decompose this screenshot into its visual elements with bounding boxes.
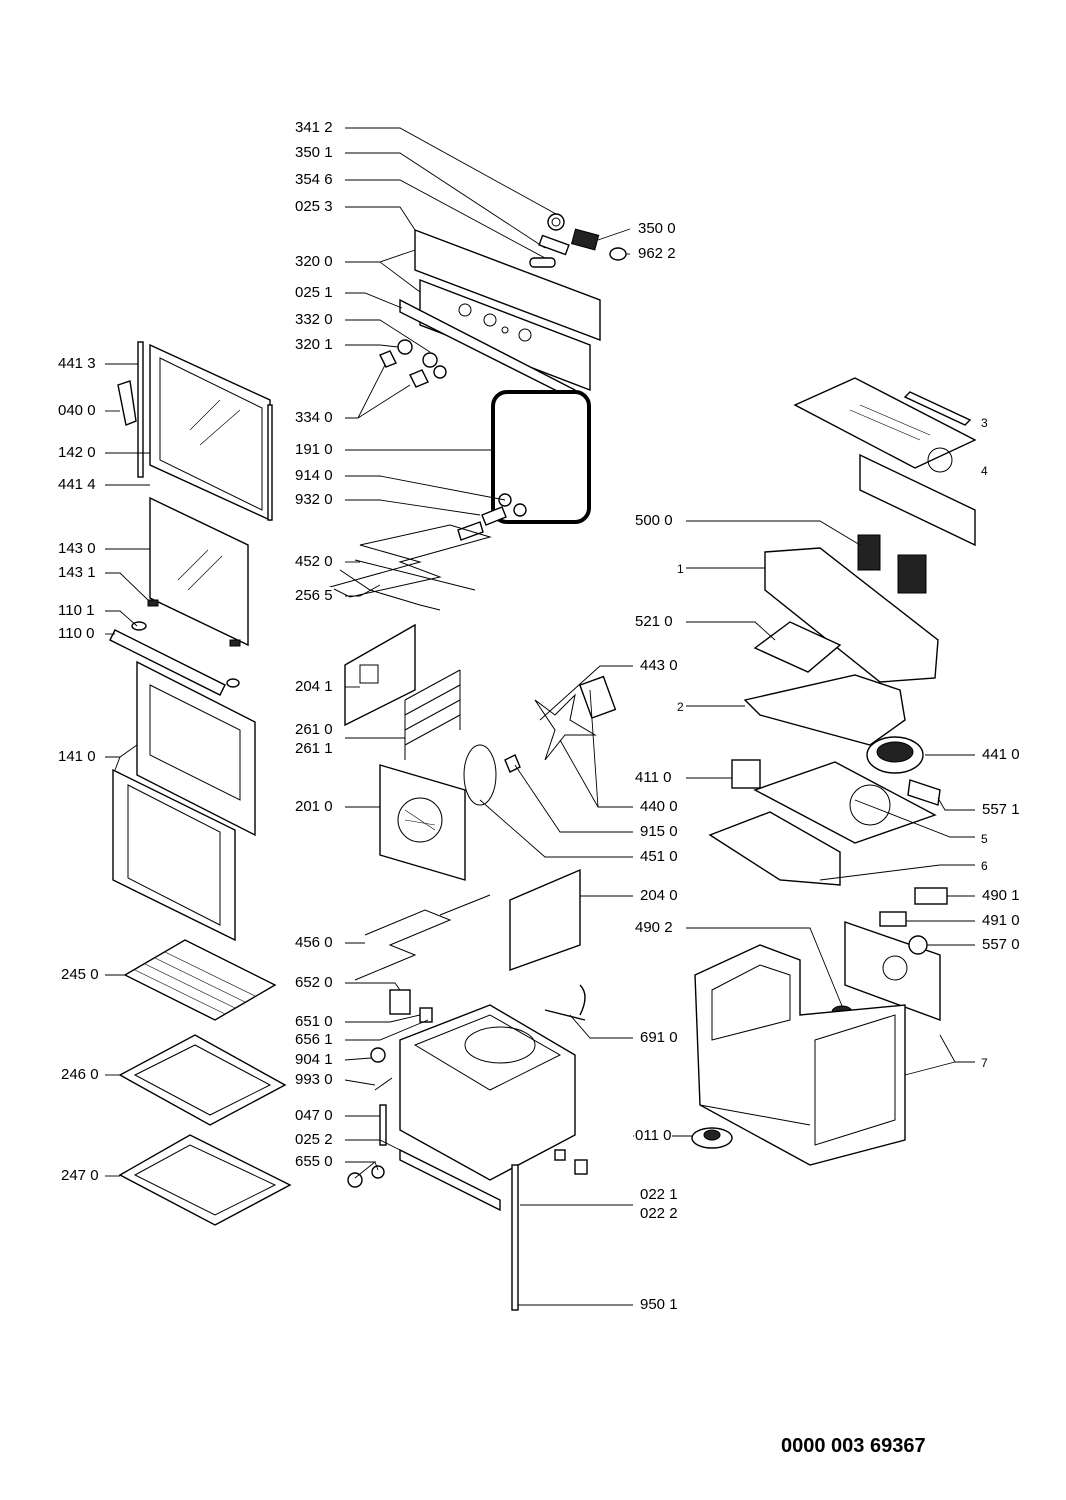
document-number: 0000 003 69367 [781,1435,926,1457]
part-label-011-0: 011 0 [634,1127,673,1145]
racks-and-trays-group [118,939,292,1226]
part-label-411-0: 411 0 [634,769,673,787]
part-label-915-0: 915 0 [639,823,679,841]
part-label-441-0: 441 0 [981,746,1021,764]
callout-7: 7 [980,1054,989,1072]
part-label-110-0: 110 0 [57,625,96,643]
callout-4: 4 [980,462,989,480]
callout-3: 3 [980,414,989,432]
part-label-440-0: 440 0 [639,798,679,816]
gasket-and-heater-group [328,390,591,611]
part-label-332-0: 332 0 [294,311,334,329]
part-label-500-0: 500 0 [634,512,674,530]
part-label-350-0: 350 0 [637,220,677,238]
cavity-parts-group [344,623,617,1311]
part-label-025-2: 025 2 [294,1131,334,1149]
part-label-204-0: 204 0 [639,887,679,905]
part-label-491-0: 491 0 [981,912,1021,930]
part-label-191-0: 191 0 [294,441,334,459]
part-label-651-0: 651 0 [294,1013,334,1031]
part-label-320-0: 320 0 [294,253,334,271]
part-label-655-0: 655 0 [294,1153,334,1171]
part-label-025-1: 025 1 [294,284,334,302]
callout-6: 6 [980,857,989,875]
part-label-246-0: 246 0 [60,1066,100,1084]
part-label-142-0: 142 0 [57,444,97,462]
part-label-261-1: 261 1 [294,740,334,758]
part-label-022-1: 022 1 [639,1186,679,1204]
callout-5: 5 [980,830,989,848]
part-label-022-2: 022 2 [639,1205,679,1223]
part-label-652-0: 652 0 [294,974,334,992]
part-label-656-1: 656 1 [294,1031,334,1049]
part-label-350-1: 350 1 [294,144,334,162]
part-label-110-1: 110 1 [57,602,96,620]
part-label-456-0: 456 0 [294,934,334,952]
part-label-557-0: 557 0 [981,936,1021,954]
housing-parts-group [691,377,977,1166]
part-label-354-6: 354 6 [294,171,334,189]
part-label-201-0: 201 0 [294,798,334,816]
part-label-904-1: 904 1 [294,1051,334,1069]
part-label-443-0: 443 0 [639,657,679,675]
part-label-261-0: 261 0 [294,721,334,739]
part-label-025-3: 025 3 [294,198,334,216]
part-label-256-5: 256 5 [294,587,334,605]
part-label-143-1: 143 1 [57,564,97,582]
part-label-557-1: 557 1 [981,801,1021,819]
leader-lines [105,127,975,1306]
part-label-932-0: 932 0 [294,491,334,509]
part-label-914-0: 914 0 [294,467,334,485]
door-assembly-group [109,341,273,942]
part-label-691-0: 691 0 [639,1029,679,1047]
part-label-141-0: 141 0 [57,748,97,766]
part-label-245-0: 245 0 [60,966,100,984]
part-label-040-0: 040 0 [57,402,97,420]
part-label-490-2: 490 2 [634,919,674,937]
part-label-047-0: 047 0 [294,1107,334,1125]
callout-1: 1 [676,560,685,578]
part-label-950-1: 950 1 [639,1296,679,1314]
part-label-451-0: 451 0 [639,848,679,866]
part-label-441-4: 441 4 [57,476,97,494]
part-label-204-1: 204 1 [294,678,334,696]
part-label-490-1: 490 1 [981,887,1021,905]
part-label-334-0: 334 0 [294,409,334,427]
control-panel-group [379,213,627,402]
part-label-247-0: 247 0 [60,1167,100,1185]
part-label-320-1: 320 1 [294,336,334,354]
part-label-143-0: 143 0 [57,540,97,558]
part-label-521-0: 521 0 [634,613,674,631]
part-label-441-3: 441 3 [57,355,97,373]
part-label-993-0: 993 0 [294,1071,334,1089]
part-label-341-2: 341 2 [294,119,334,137]
callout-2: 2 [676,698,685,716]
part-label-962-2: 962 2 [637,245,677,263]
part-label-452-0: 452 0 [294,553,334,571]
